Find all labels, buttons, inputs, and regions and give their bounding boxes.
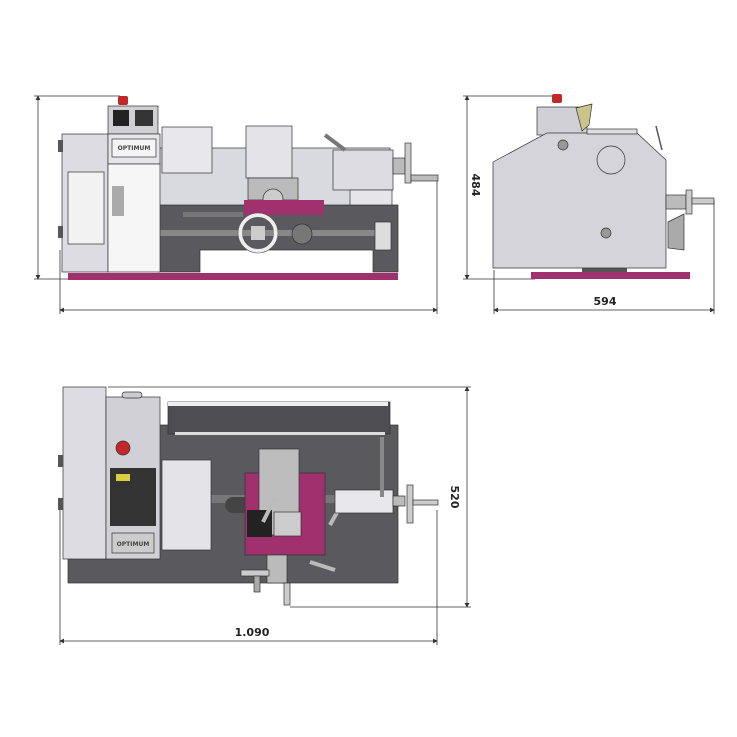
knob xyxy=(58,498,63,510)
top-view: 520 1.090 OPTIMUM xyxy=(58,386,471,645)
side-view: 484 594 xyxy=(463,94,715,314)
splash-guard xyxy=(167,401,391,435)
brand-logo xyxy=(111,138,157,158)
knob xyxy=(557,139,569,151)
brand-logo-text: OPTIMUM xyxy=(118,145,151,152)
knob xyxy=(58,140,63,152)
chuck-guard xyxy=(161,459,212,551)
tailstock-lever xyxy=(323,133,347,152)
lever xyxy=(655,125,663,151)
foot xyxy=(582,268,627,272)
knob xyxy=(58,455,63,467)
cover-rim xyxy=(586,128,638,135)
brand-logo xyxy=(111,532,155,554)
rack xyxy=(183,212,243,217)
tailstock xyxy=(334,489,394,514)
compound-slide xyxy=(273,511,302,537)
tailstock-quill xyxy=(392,495,406,507)
base-tray xyxy=(531,272,690,279)
tailstock-quill xyxy=(392,157,406,175)
front-door-panel xyxy=(107,163,161,273)
front-view: OPTIMUM xyxy=(34,95,439,314)
headstock xyxy=(62,386,107,560)
emergency-stop-icon xyxy=(118,96,128,105)
knob xyxy=(58,226,63,238)
feed-lever-knob xyxy=(291,223,313,245)
toolpost-guard xyxy=(245,125,293,179)
switch xyxy=(116,474,130,481)
chuck-guard xyxy=(161,126,213,174)
guard-edge xyxy=(175,432,385,435)
apron-handwheel-shaft xyxy=(266,554,288,584)
handwheel-handle xyxy=(691,197,715,205)
width-dimension-label: 520 xyxy=(448,486,461,509)
apron-handwheel-outline xyxy=(237,212,279,254)
feed-lever xyxy=(309,560,336,572)
tailstock xyxy=(332,149,394,191)
diagram-label xyxy=(112,186,124,216)
emergency-stop-icon xyxy=(552,94,562,103)
cross-slide-handwheel xyxy=(240,569,270,577)
tailstock-base xyxy=(349,189,393,206)
handwheel-hub xyxy=(251,226,265,240)
base-tray xyxy=(68,273,398,280)
tailstock-lever xyxy=(380,437,384,497)
cover-circle xyxy=(596,145,626,175)
height-dimension-label: 484 xyxy=(469,174,482,197)
leadscrew-bearing xyxy=(374,221,392,251)
lathe-bed xyxy=(157,204,399,273)
guard-edge xyxy=(168,402,388,406)
tailstock-handwheel xyxy=(404,142,412,184)
switch xyxy=(113,110,129,126)
apron-handwheel xyxy=(238,213,278,253)
lead-screw xyxy=(158,230,388,236)
brand-logo-text: OPTIMUM xyxy=(117,541,150,548)
toolpost-lever xyxy=(261,497,277,523)
carriage-handwheel xyxy=(667,213,685,251)
length-dimension-label: 1.090 xyxy=(235,626,270,639)
switch-panel xyxy=(575,103,593,132)
depth-dimension-label: 594 xyxy=(594,295,617,308)
handwheel-handle xyxy=(410,174,439,182)
handwheel xyxy=(685,189,693,215)
speed-chart-plate xyxy=(67,171,105,245)
handwheel-handle xyxy=(412,499,439,506)
headstock-side xyxy=(492,132,667,269)
handle xyxy=(283,582,291,606)
emergency-stop-icon xyxy=(115,440,131,456)
saddle xyxy=(244,200,324,215)
tailstock-quill xyxy=(665,194,687,210)
knob xyxy=(600,227,612,239)
handle xyxy=(253,575,261,593)
switch xyxy=(135,110,153,126)
tailstock-handwheel xyxy=(406,484,414,524)
emergency-stop-base xyxy=(121,391,143,399)
